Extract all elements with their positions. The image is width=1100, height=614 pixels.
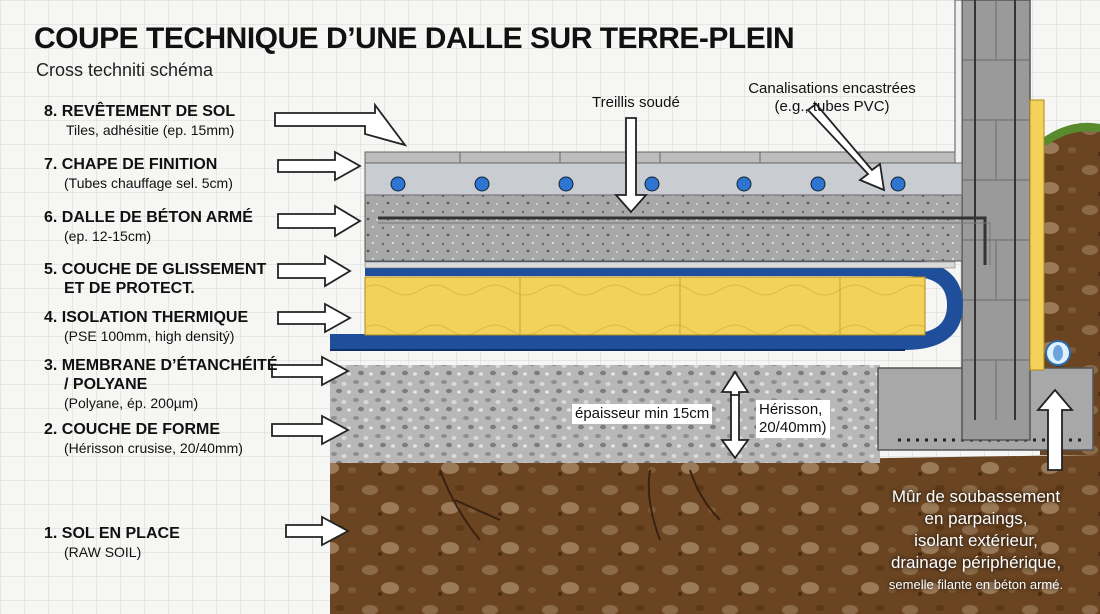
layer-detail: (PSE 100mm, high densitý)	[64, 328, 235, 344]
layer-title: 7. CHAPE DE FINITION	[44, 156, 218, 173]
layer-title: 5. COUCHE DE GLISSEMENT	[44, 261, 267, 278]
thermal-insulation	[364, 276, 926, 336]
roots	[439, 469, 721, 541]
callout-arrows	[614, 102, 1074, 471]
wall-note-line3: isolant extérieur,	[914, 531, 1038, 550]
herisson-callout: Hérisson, 20/40mm)	[756, 400, 830, 438]
tile-joints	[459, 152, 861, 163]
layer-label-4: 4. ISOLATION THERMIQUE (PSE 100mm, high …	[44, 308, 248, 345]
welded-mesh-shadow	[378, 222, 991, 265]
wall-note-line2: en parpaings,	[924, 509, 1028, 528]
layer-label-7: 7. CHAPE DE FINITION (Tubes chauffage se…	[44, 155, 233, 192]
insulation-joints	[519, 277, 841, 335]
concrete-slab	[364, 194, 963, 262]
slip-layer	[364, 261, 956, 269]
layer-label-8: 8. REVÊTEMENT DE SOL Tiles, adhésitie (e…	[44, 102, 235, 139]
drain-pipe-opening	[1053, 345, 1063, 361]
layer-detail: Tiles, adhésitie (ep. 15mm)	[66, 122, 235, 138]
wall-note: Mûr de soubassement en parpaings, isolan…	[862, 486, 1090, 596]
pipes-callout: Canalisations encastrées (e.g., tubes PV…	[740, 80, 924, 116]
layer-title: 6. DALLE DE BÉTON ARMÉ	[44, 209, 253, 226]
soil-layer	[330, 455, 1100, 614]
layer-detail: (RAW SOIL)	[64, 544, 142, 560]
wall-note-line1: Mûr de soubassement	[891, 487, 1061, 506]
layer-label-5: 5. COUCHE DE GLISSEMENT ET DE PROTECT.	[44, 260, 266, 298]
layer-title-line2: ET DE PROTECT.	[64, 280, 195, 297]
wall-note-line5: semelle filante en béton armé.	[888, 577, 1064, 592]
layer-detail: (ep. 12-15cm)	[64, 228, 152, 244]
layer-title: 3. MEMBRANE D’ÉTANCHÉITÉ	[44, 357, 278, 374]
layer-label-2: 2. COUCHE DE FORME (Hérisson crusise, 20…	[44, 420, 243, 457]
wall-note-line4: drainage périphérique,	[890, 553, 1062, 572]
page-subtitle: Cross techniti schéma	[36, 60, 214, 80]
layer-title: 2. COUCHE DE FORME	[44, 421, 221, 438]
pipes-callout-line1: Canalisations encastrées	[748, 80, 916, 97]
thickness-callout: épaisseur min 15cm	[572, 404, 713, 424]
layer-detail: (Tubes chauffage sel. 5cm)	[64, 175, 233, 191]
thickness-arrow	[720, 370, 750, 460]
pipes-callout-line2: (e.g., tubes PVC)	[774, 98, 890, 115]
layer-label-1: 1. SOL EN PLACE (RAW SOIL)	[44, 524, 180, 561]
layer-label-6: 6. DALLE DE BÉTON ARMÉ (ep. 12-15cm)	[44, 208, 253, 245]
layer-title-line2: / POLYANE	[64, 376, 148, 393]
membrane-polyane	[330, 260, 964, 350]
wall-blocks	[962, 0, 1030, 420]
layer-detail: (Polyane, ép. 200µm)	[64, 395, 199, 411]
layer-title: 1. SOL EN PLACE	[44, 525, 180, 542]
herisson-callout-line1: Hérisson,	[759, 401, 823, 418]
interior-wall-finish	[954, 0, 963, 171]
herisson-callout-line2: 20/40mm)	[759, 419, 827, 436]
exterior-insulation	[1029, 99, 1045, 371]
layer-detail: (Hérisson crusise, 20/40mm)	[64, 440, 243, 456]
grass	[1040, 122, 1100, 146]
page-title: COUPE TECHNIQUE D’UNE DALLE SUR TERRE-PL…	[34, 22, 795, 55]
heating-pipes	[390, 176, 906, 192]
layer-title: 4. ISOLATION THERMIQUE	[44, 309, 249, 326]
wall-rebar	[974, 0, 1016, 420]
welded-mesh	[378, 216, 987, 265]
layer-label-3: 3. MEMBRANE D’ÉTANCHÉITÉ / POLYANE (Poly…	[44, 356, 278, 412]
mesh-callout: Treillis soudé	[592, 94, 680, 111]
label-arrows	[271, 102, 408, 547]
layer-title: 8. REVÊTEMENT DE SOL	[44, 103, 236, 120]
